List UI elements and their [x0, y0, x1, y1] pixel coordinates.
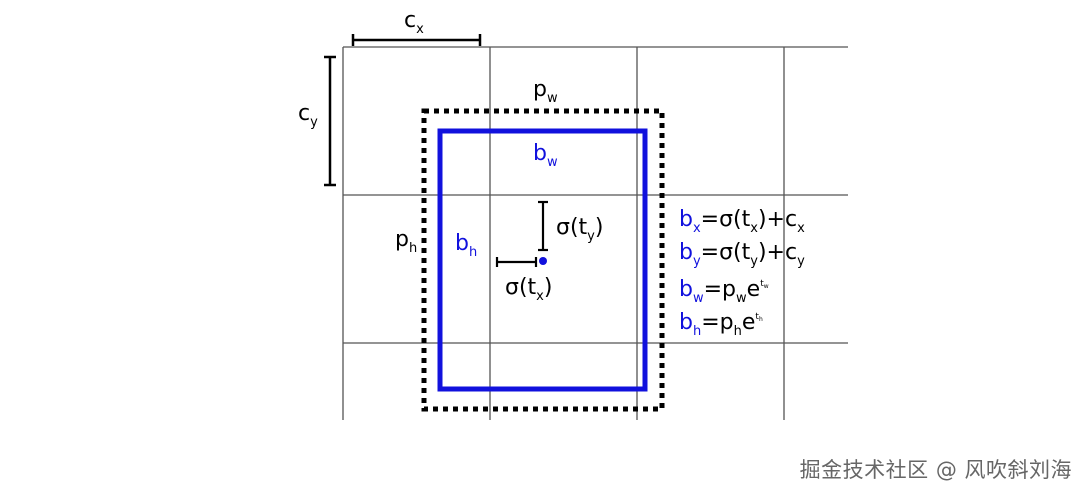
bw-label: bw [533, 141, 558, 170]
sigma-tx-label: σ(tx) [505, 275, 552, 304]
equation-bh: bh=pheth [679, 310, 763, 339]
equation-bx: bx=σ(tx)+cx [679, 207, 805, 236]
predicted-box [437, 128, 648, 392]
equation-by: by=σ(ty)+cy [679, 240, 805, 269]
bh-label: bh [455, 231, 477, 260]
ph-label: ph [395, 227, 417, 256]
sigma-tx-marker [495, 257, 538, 267]
cy-dimension [324, 55, 336, 187]
equation-bw: bw=pwetw [679, 277, 769, 306]
sigma-ty-marker [538, 200, 548, 252]
prior-box [421, 108, 665, 412]
sigma-ty-label: σ(ty) [556, 215, 603, 244]
equations: bx=σ(tx)+cx by=σ(ty)+cy bw=pwetw bh=phet… [679, 207, 805, 339]
cx-dimension [351, 34, 482, 46]
center-point [539, 257, 547, 265]
watermark: 掘金技术社区 @ 风吹斜刘海 [799, 458, 1072, 482]
cy-label: cy [298, 101, 318, 130]
pw-label: pw [533, 77, 558, 106]
cx-label: cx [404, 8, 424, 37]
